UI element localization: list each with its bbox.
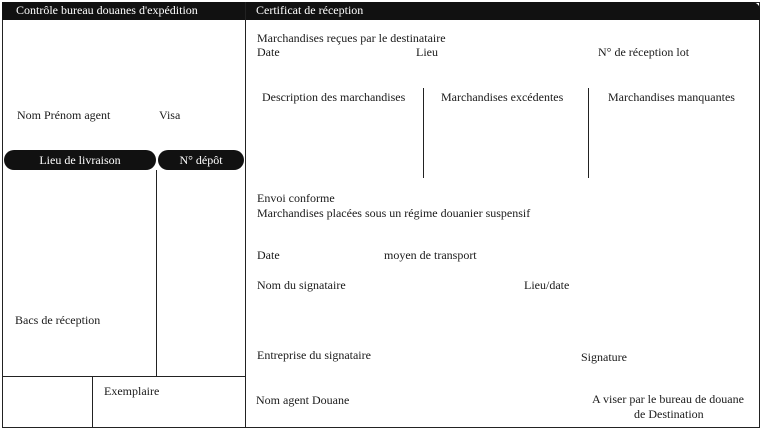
right-panel-header-text: Certificat de réception — [256, 3, 364, 17]
compliant-shipment-label: Envoi conforme — [257, 191, 335, 205]
transport-date-label: Date — [257, 248, 280, 262]
copy-row-divider — [92, 376, 93, 428]
visa-label: Visa — [159, 108, 181, 122]
agent-name-label: Nom Prénom agent — [17, 108, 111, 122]
deposit-number-label: N° dépôt — [179, 153, 223, 167]
deposit-number-header: N° dépôt — [158, 150, 244, 170]
signatory-company-label: Entreprise du signataire — [257, 348, 371, 362]
copy-label: Exemplaire — [104, 384, 160, 398]
signature-label: Signature — [581, 350, 627, 364]
column-divider-1 — [423, 88, 424, 178]
column-divider-2 — [588, 88, 589, 178]
left-panel-header: Contrôle bureau douanes d'expédition — [2, 2, 245, 20]
right-panel-header: Certificat de réception — [246, 2, 760, 20]
left-panel-header-text: Contrôle bureau douanes d'expédition — [16, 3, 198, 17]
panel-divider — [245, 2, 246, 428]
suspensive-regime-label: Marchandises placées sous un régime doua… — [257, 206, 531, 220]
missing-goods-header: Marchandises manquantes — [608, 90, 735, 104]
transport-mode-label: moyen de transport — [384, 248, 477, 262]
destination-office-visa-line2: de Destination — [634, 407, 704, 421]
goods-received-label: Marchandises reçues par le destinataire — [257, 31, 446, 45]
delivery-place-header: Lieu de livraison — [4, 150, 156, 170]
excess-goods-header: Marchandises excédentes — [441, 90, 564, 104]
place-date-label: Lieu/date — [524, 278, 570, 292]
copy-row-top-line — [2, 376, 245, 377]
place-label: Lieu — [416, 45, 438, 59]
customs-agent-name-label: Nom agent Douane — [256, 393, 350, 407]
delivery-divider — [156, 170, 157, 376]
signatory-name-label: Nom du signataire — [257, 278, 346, 292]
lot-reception-number-label: N° de réception lot — [598, 45, 690, 59]
reception-bins-label: Bacs de réception — [15, 313, 101, 327]
goods-description-header: Description des marchandises — [262, 90, 406, 104]
date-label: Date — [257, 45, 280, 59]
delivery-place-label: Lieu de livraison — [39, 153, 121, 167]
destination-office-visa-line1: A viser par le bureau de douane — [592, 392, 744, 406]
